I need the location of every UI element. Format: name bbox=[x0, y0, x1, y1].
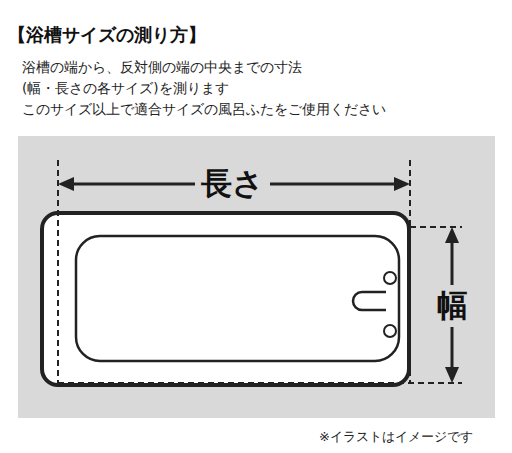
note: ※イラストはイメージです bbox=[319, 429, 473, 445]
faucet-hole bbox=[384, 325, 396, 337]
instruction-line: (幅・長さの各サイズ)を測ります bbox=[22, 80, 229, 96]
measure-guides bbox=[58, 160, 462, 383]
instruction-line: このサイズ以上で適合サイズの風呂ふたをご使用ください bbox=[22, 101, 386, 117]
faucet-hole bbox=[384, 272, 396, 284]
dimension-label: 長さ bbox=[195, 165, 270, 202]
instruction-line: 浴槽の端から、反対側の端の中央までの寸法 bbox=[22, 59, 302, 75]
dimension-label: 幅 bbox=[437, 285, 468, 326]
floor-area bbox=[18, 136, 495, 418]
bathtub-basin bbox=[76, 236, 399, 361]
heading: 【浴槽サイズの測り方】 bbox=[8, 24, 206, 46]
drain-plug bbox=[353, 292, 386, 310]
dimension-arrows bbox=[58, 177, 459, 383]
bathtub-rim bbox=[42, 213, 409, 385]
